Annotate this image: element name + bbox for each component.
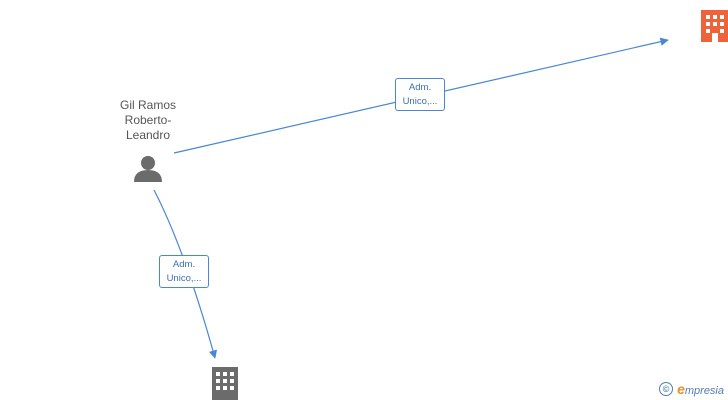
brand-name: empresia [677, 381, 724, 397]
person-name-line: Leandro [125, 128, 171, 142]
edge-label-company-2[interactable]: Adm. Unico,... [159, 255, 209, 288]
edge-label-line: Unico,... [166, 273, 202, 284]
edge-label-line: Unico,... [402, 96, 438, 107]
person-name-line: Roberto- [124, 113, 172, 127]
building-icon[interactable] [701, 10, 728, 42]
person-icon[interactable] [134, 156, 162, 182]
edge-label-company-1[interactable]: Adm. Unico,... [395, 78, 445, 111]
empresia-watermark: © empresia [659, 381, 724, 397]
copyright-icon: © [659, 382, 674, 396]
brand-rest: mpresia [684, 385, 724, 397]
person-name[interactable]: Gil Ramos Roberto- Leandro [100, 98, 196, 143]
edge-label-line: Adm. [408, 82, 432, 93]
brand-initial: e [677, 381, 685, 397]
building-icon[interactable] [212, 367, 238, 400]
person-name-line: Gil Ramos [119, 98, 176, 112]
edge-label-line: Adm. [172, 259, 196, 270]
